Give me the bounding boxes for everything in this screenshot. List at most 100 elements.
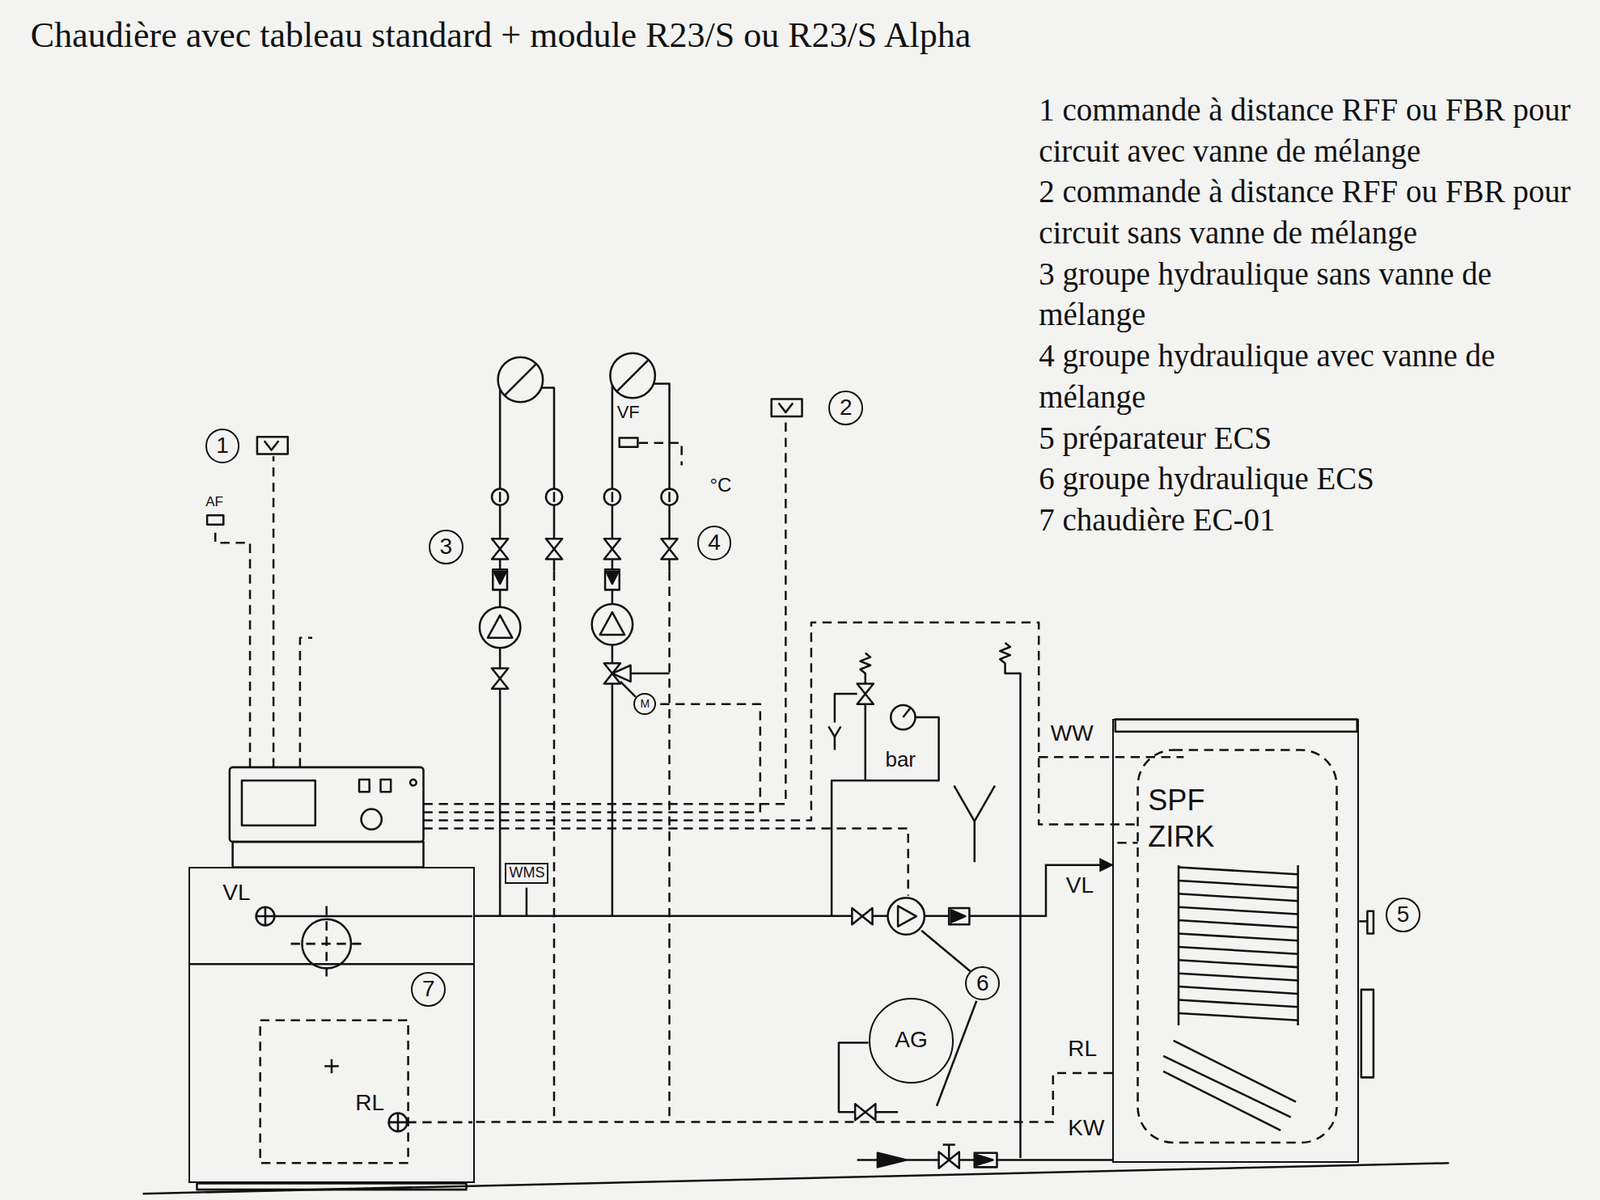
safety-group: [828, 726, 841, 737]
motor-symbol: M: [633, 693, 657, 716]
part-label: °C: [707, 474, 733, 496]
tank-details: [1115, 719, 1374, 1144]
safety-group: [953, 786, 995, 822]
legend-list: 1 commande à distance RFF ou FBR pour ci…: [1038, 89, 1589, 542]
safety-group: [902, 708, 911, 718]
safety-group: [857, 683, 874, 704]
control-wires: [423, 704, 761, 813]
dhw-pump-group: [948, 908, 970, 925]
diagram-title: Chaudière avec tableau standard + module…: [30, 14, 971, 58]
cold-water-inlet: [976, 1155, 993, 1166]
cold-water-inlet: [974, 1153, 998, 1169]
tank-details: [1177, 865, 1181, 1026]
dhw-pump-group: [851, 908, 872, 925]
dhw-pump-group: [875, 1111, 898, 1114]
control-wires: [423, 622, 1135, 826]
control-wires: [215, 526, 250, 768]
boiler-body: VLRL7: [188, 867, 475, 1184]
sensors-and-remotes: [207, 398, 802, 525]
safety-group: [890, 705, 915, 730]
sensors-and-remotes: [778, 403, 794, 413]
safety-group: [859, 653, 871, 685]
dhw-pump-group: [838, 1042, 869, 1113]
callout-number: 1: [205, 428, 241, 464]
heating-circuits: [660, 538, 678, 559]
heating-circuits: [498, 357, 544, 403]
cold-water-inlet: [943, 1143, 956, 1147]
boiler-details: [256, 907, 276, 927]
sensors-and-remotes: [264, 440, 280, 450]
node-text: AG: [894, 1028, 927, 1054]
dhw-pump-group: [897, 905, 917, 927]
boiler-details: [389, 1113, 408, 1133]
tank-details: [1163, 1041, 1296, 1131]
cold-water-inlet: [877, 1153, 906, 1169]
sensors-and-remotes: [257, 436, 288, 454]
control-panel: [380, 779, 392, 792]
part-label: RL: [1066, 1037, 1099, 1063]
ground-line: [143, 1163, 1450, 1194]
node-text: WMS: [508, 864, 545, 881]
heating-circuits: [491, 488, 508, 505]
heating-circuits: [504, 364, 536, 396]
node-text: M: [639, 698, 650, 711]
heating-circuits: [546, 538, 563, 559]
control-panel: [361, 809, 382, 830]
sensors-and-remotes: [207, 515, 224, 525]
boiler-details: [188, 963, 475, 966]
control-wires: [215, 418, 1184, 896]
sensors-and-remotes: [771, 398, 803, 416]
control-wires: [639, 443, 682, 466]
heating-circuits: [668, 571, 671, 1123]
part-label: AF: [203, 495, 225, 511]
control-panel: [229, 767, 424, 868]
node-text: 3: [439, 534, 453, 560]
tank-details: [1115, 719, 1358, 733]
node-text: 4: [707, 530, 721, 556]
control-wires: [1038, 756, 1184, 759]
node-text: 5: [1396, 902, 1410, 928]
boiler-details: [291, 905, 363, 982]
cold-water-inlet: [948, 1145, 951, 1161]
callout-number: 7: [410, 972, 446, 1008]
safety-group: [973, 821, 976, 863]
cold-water-inlet: [857, 1145, 1113, 1169]
control-wires: [1117, 842, 1138, 845]
safety-group: [831, 717, 939, 917]
node-text: ZIRK: [1146, 821, 1216, 854]
heating-circuits: [605, 569, 620, 590]
node-text: 6: [976, 971, 990, 997]
boiler-details: [256, 907, 276, 927]
part-label: KW: [1066, 1116, 1106, 1142]
tank-details: [1358, 920, 1368, 923]
boiler-details: [274, 915, 473, 919]
callout-number: 5: [1385, 897, 1421, 933]
boiler-details: [324, 1059, 339, 1075]
tank-details: [1367, 911, 1374, 935]
legend-item: 5 préparateur ECS: [1038, 418, 1589, 460]
node-text: RL: [353, 1091, 386, 1117]
legend-item: 7 chaudière EC-01: [1038, 499, 1589, 542]
flow-pipe: [474, 865, 1113, 917]
heating-circuits: [605, 571, 618, 585]
safety-group: [863, 704, 867, 782]
heating-circuits: [604, 538, 621, 559]
heating-circuits: [491, 538, 508, 559]
boiler-details: [196, 1184, 466, 1191]
tank-details: [1178, 867, 1299, 1021]
legend-item: 3 groupe hydraulique sans vanne de mélan…: [1038, 253, 1589, 336]
part-label: WW: [1049, 721, 1096, 747]
heating-circuits: [546, 488, 563, 505]
part-label: VL: [1064, 873, 1096, 899]
dhw-pump-group: [887, 897, 924, 935]
control-wires: [423, 829, 909, 897]
heating-circuits: [499, 491, 502, 503]
heating-circuits: [668, 491, 671, 503]
heating-circuits: [611, 385, 614, 917]
wms-sensor-box: WMS: [504, 863, 549, 885]
safety-group: [999, 643, 1021, 1159]
heating-circuits: [487, 615, 513, 639]
legend-item: 1 commande à distance RFF ou FBR pour ci…: [1038, 89, 1589, 172]
boiler-details: [188, 905, 475, 1190]
heating-circuits: [611, 491, 614, 503]
